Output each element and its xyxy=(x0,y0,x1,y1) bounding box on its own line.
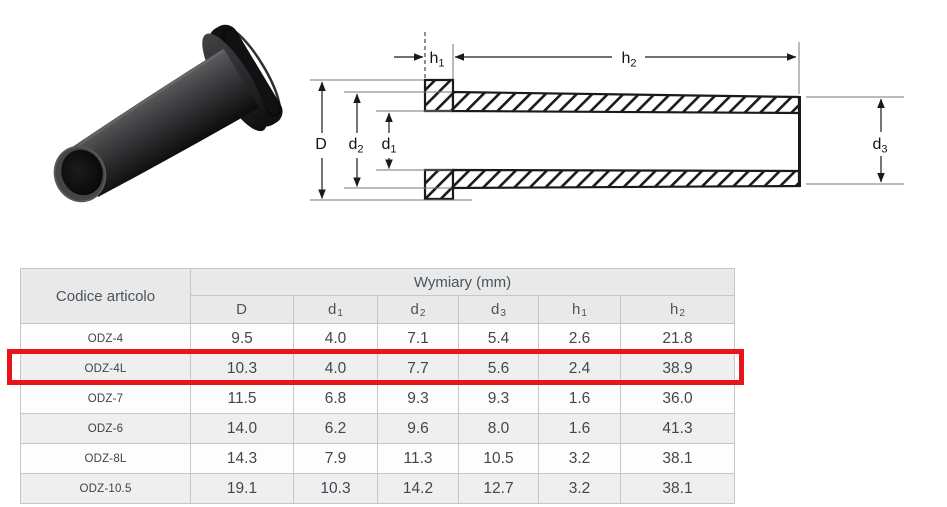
dimensions-table-wrap: Codice articolo Wymiary (mm) D d1 d2 d3 … xyxy=(20,268,735,504)
col-header-d3: d3 xyxy=(458,295,539,324)
table-header-row-1: Codice articolo Wymiary (mm) xyxy=(20,268,735,324)
table-row-odz-8l: ODZ-8L 14.3 7.9 11.3 10.5 3.2 38.1 xyxy=(20,443,735,474)
cell-code: ODZ-10.5 xyxy=(20,473,191,504)
table-row-odz-6: ODZ-6 14.0 6.2 9.6 8.0 1.6 41.3 xyxy=(20,413,735,444)
cell-code: ODZ-8L xyxy=(20,443,191,474)
cell: 9.5 xyxy=(190,323,294,354)
dimension-lines xyxy=(318,53,885,199)
cell: 38.9 xyxy=(620,353,735,384)
col-header-D: D xyxy=(190,295,294,324)
label-d3: d3 xyxy=(872,136,887,156)
cell: 14.0 xyxy=(190,413,294,444)
col-header-codice-articolo: Codice articolo xyxy=(20,268,191,324)
cell: 14.3 xyxy=(190,443,294,474)
cell: 9.3 xyxy=(458,383,539,414)
label-D: D xyxy=(315,136,327,153)
table-row-odz-4: ODZ-4 9.5 4.0 7.1 5.4 2.6 21.8 xyxy=(20,323,735,354)
label-h1: h1 xyxy=(429,50,444,70)
cell: 10.3 xyxy=(190,353,294,384)
label-h2: h2 xyxy=(621,50,636,70)
cell: 5.6 xyxy=(458,353,539,384)
cell: 41.3 xyxy=(620,413,735,444)
cell: 7.7 xyxy=(377,353,459,384)
dimensions-table: Codice articolo Wymiary (mm) D d1 d2 d3 … xyxy=(20,268,735,504)
table-row-odz-10-5: ODZ-10.5 19.1 10.3 14.2 12.7 3.2 38.1 xyxy=(20,473,735,504)
cell: 3.2 xyxy=(538,443,621,474)
cell: 9.6 xyxy=(377,413,459,444)
cell: 2.4 xyxy=(538,353,621,384)
label-d2: d2 xyxy=(348,136,363,156)
col-header-h1: h1 xyxy=(538,295,621,324)
cell: 6.8 xyxy=(293,383,378,414)
cell: 4.0 xyxy=(293,353,378,384)
cell: 10.5 xyxy=(458,443,539,474)
cell: 38.1 xyxy=(620,473,735,504)
cell: 21.8 xyxy=(620,323,735,354)
cell: 5.4 xyxy=(458,323,539,354)
label-d1: d1 xyxy=(381,136,396,156)
cross-section xyxy=(423,78,801,201)
cell: 9.3 xyxy=(377,383,459,414)
cell: 7.9 xyxy=(293,443,378,474)
cell: 2.6 xyxy=(538,323,621,354)
cell: 6.2 xyxy=(293,413,378,444)
cell-code: ODZ-4L xyxy=(20,353,191,384)
bushing-body xyxy=(69,24,283,197)
cell: 8.0 xyxy=(458,413,539,444)
cell: 11.3 xyxy=(377,443,459,474)
table-row-odz-4l-highlighted: ODZ-4L 10.3 4.0 7.7 5.6 2.4 38.9 xyxy=(20,353,735,384)
cell: 12.7 xyxy=(458,473,539,504)
col-header-d2: d2 xyxy=(377,295,459,324)
cell-code: ODZ-6 xyxy=(20,413,191,444)
cell: 10.3 xyxy=(293,473,378,504)
cell: 36.0 xyxy=(620,383,735,414)
table-header-row-2: D d1 d2 d3 h1 h2 xyxy=(21,295,735,324)
cell-code: ODZ-7 xyxy=(20,383,191,414)
cell: 7.1 xyxy=(377,323,459,354)
cell-code: ODZ-4 xyxy=(20,323,191,354)
col-header-h2: h2 xyxy=(620,295,735,324)
cell: 3.2 xyxy=(538,473,621,504)
extension-lines xyxy=(310,42,904,201)
cell: 14.2 xyxy=(377,473,459,504)
cell: 1.6 xyxy=(538,413,621,444)
cell: 1.6 xyxy=(538,383,621,414)
cell: 19.1 xyxy=(190,473,294,504)
col-header-d1: d1 xyxy=(293,295,378,324)
product-photo-bushing xyxy=(53,24,283,203)
cell: 38.1 xyxy=(620,443,735,474)
group-header-wymiary: Wymiary (mm) xyxy=(190,268,735,296)
bushing-open-end xyxy=(53,145,107,203)
cell: 11.5 xyxy=(190,383,294,414)
dimension-diagram: h1 h2 D d2 d1 d3 xyxy=(310,32,904,201)
cell: 4.0 xyxy=(293,323,378,354)
table-row-odz-7: ODZ-7 11.5 6.8 9.3 9.3 1.6 36.0 xyxy=(20,383,735,414)
